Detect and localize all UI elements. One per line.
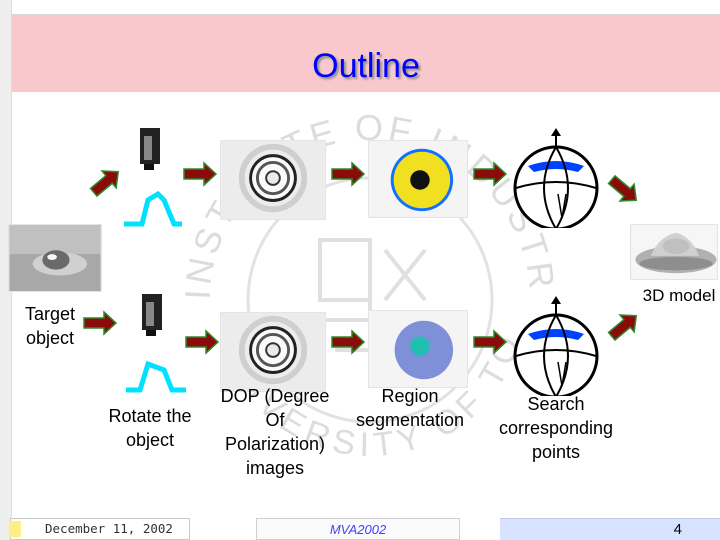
footer-date-text: December 11, 2002 — [45, 521, 173, 536]
arrow-sphere-top-to-model — [603, 170, 645, 210]
dop-label: DOP (Degree Of Polarization) images — [220, 386, 330, 478]
3d-model-image — [630, 224, 718, 280]
search-sphere-bottom — [513, 296, 599, 396]
3d-model-label: 3D model — [642, 286, 716, 305]
search-sphere-top — [513, 128, 599, 228]
region-segmentation-bottom — [368, 310, 468, 388]
arrow-sphere-bottom-to-model — [603, 306, 645, 346]
footer-date-marker — [9, 521, 21, 537]
slide-title: Outline — [312, 47, 420, 85]
search-label: Search corresponding points — [498, 394, 614, 462]
dop-image-top — [220, 140, 326, 220]
camera-top-icon — [124, 128, 182, 227]
arrow-target-to-bottom-camera — [83, 311, 117, 335]
camera-bottom-icon — [126, 294, 186, 393]
footer-date: December 11, 2002 — [9, 518, 190, 540]
title-band: Outline — [12, 14, 720, 92]
target-object-label: Target object — [24, 304, 76, 348]
footer-conference: MVA2002 — [256, 518, 460, 540]
footer-page-number: 4 — [500, 518, 720, 540]
region-segmentation-top — [368, 140, 468, 218]
region-label: Region segmentation — [355, 386, 465, 430]
dop-image-bottom — [220, 312, 326, 392]
target-object-photo — [8, 224, 102, 292]
rotate-label: Rotate the object — [108, 406, 192, 450]
